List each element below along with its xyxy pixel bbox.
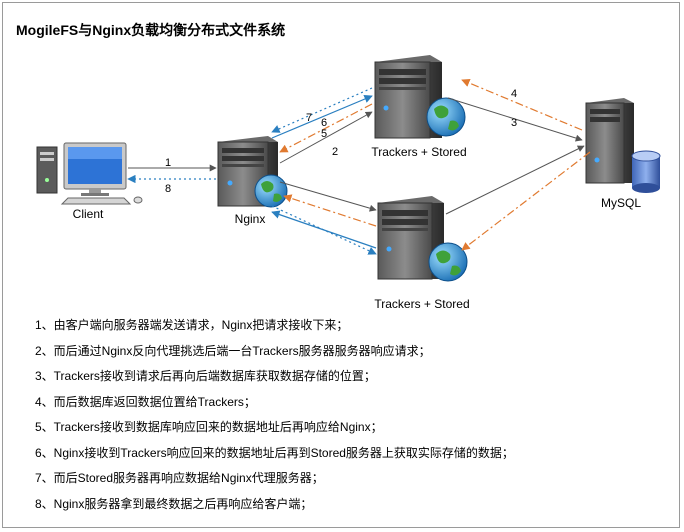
edge-2-nginx-to-tracker-top — [279, 111, 373, 164]
architecture-diagram: Client Nginx Trackers + Stored — [36, 55, 661, 311]
client-computer-icon — [36, 142, 143, 205]
edge-3-tracker-top-to-mysql — [447, 97, 583, 142]
mysql-label: MySQL — [601, 196, 641, 210]
edge-4-mysql-to-tracker-bottom — [461, 151, 591, 251]
tracker-top-label: Trackers + Stored — [371, 145, 466, 159]
step-item: 6、Nginx接收到Trackers响应回来的数据地址后再到Stored服务器上… — [35, 445, 514, 460]
edge-3-tracker-bottom-to-mysql — [445, 145, 585, 215]
step-item: 7、而后Stored服务器再响应数据给Nginx代理服务器； — [35, 471, 324, 485]
edge-label-1: 1 — [165, 157, 171, 169]
tracker-bottom-label: Trackers + Stored — [374, 297, 469, 311]
edge-label-8: 8 — [165, 183, 171, 195]
step-item: 1、由客户端向服务器端发送请求，Nginx把请求接收下来； — [35, 318, 349, 332]
nginx-server-icon — [217, 136, 278, 207]
edge-6-nginx-stored-top — [271, 87, 373, 133]
mysql-server-icon — [585, 98, 634, 184]
edge-2-nginx-to-tracker-bottom — [279, 181, 377, 212]
edge-6-nginx-stored-bottom — [271, 205, 377, 255]
step-item: 4、而后数据库返回数据位置给Trackers； — [35, 394, 256, 409]
edge-4-mysql-to-tracker-top — [461, 79, 583, 131]
tracker-top-globe-icon — [426, 97, 466, 137]
step-item: 2、而后通过Nginx反向代理挑选后端一台Trackers服务器服务器响应请求； — [35, 343, 431, 358]
database-icon — [631, 150, 661, 193]
step-item: 3、Trackers接收到请求后再向后端数据库获取数据存储的位置； — [35, 369, 376, 383]
edge-5-tracker-top-to-nginx — [279, 103, 373, 153]
edge-label-5: 5 — [321, 128, 327, 140]
step-list: 1、由客户端向服务器端发送请求，Nginx把请求接收下来； 2、而后通过Ngin… — [35, 318, 514, 522]
step-item: 8、Nginx服务器拿到最终数据之后再响应给客户端； — [35, 496, 313, 511]
edge-label-6: 6 — [321, 117, 327, 129]
tracker-bottom-globe-icon — [428, 242, 468, 282]
edge-7-stored-bottom-to-nginx — [271, 210, 377, 249]
edge-label-7: 7 — [306, 112, 312, 124]
nginx-label: Nginx — [235, 212, 266, 226]
client-label: Client — [73, 207, 104, 221]
diagram-title: MogileFS与Nginx负载均衡分布式文件系统 — [16, 22, 286, 38]
edge-5-tracker-bottom-to-nginx — [283, 194, 377, 227]
nginx-globe-icon — [254, 174, 288, 208]
edge-label-4: 4 — [511, 88, 517, 100]
tracker-bottom-server-icon — [377, 196, 444, 280]
edge-7-stored-top-to-nginx — [271, 95, 373, 139]
step-item: 5、Trackers接收到数据库响应回来的数据地址后再响应给Nginx； — [35, 420, 383, 434]
edge-label-2: 2 — [332, 146, 338, 158]
edge-label-3: 3 — [511, 117, 517, 129]
